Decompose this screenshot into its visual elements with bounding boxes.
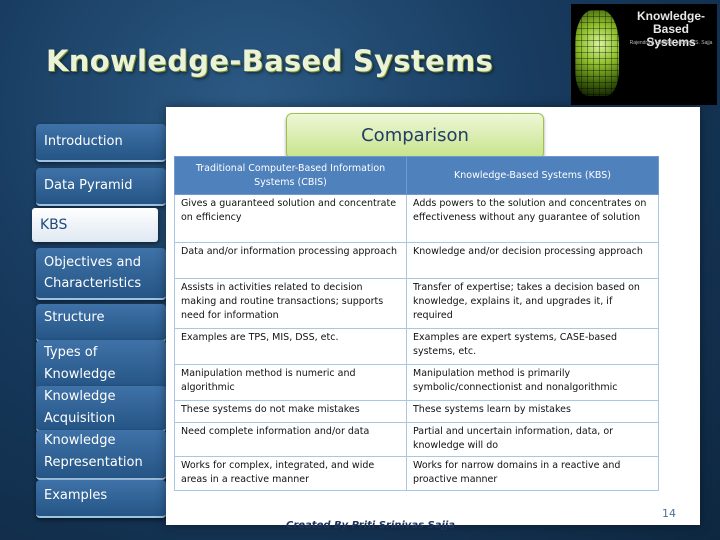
page-number: 14 <box>662 507 676 520</box>
sidebar-item-label: Introduction <box>44 134 123 149</box>
sidebar-item-label: Knowledge Representation <box>44 433 143 470</box>
table-row: Data and/or information processing appro… <box>174 242 659 279</box>
sidebar-item-types-of-knowledge[interactable]: Types of Knowledge <box>36 340 166 390</box>
table-row: Examples are TPS, MIS, DSS, etc. Example… <box>174 328 659 365</box>
sidebar-item-knowledge-representation[interactable]: Knowledge Representation <box>36 430 166 480</box>
cover-title-line1: Knowledge-Based <box>637 9 705 36</box>
table-row: Assists in activities related to decisio… <box>174 278 659 329</box>
column-header-cbis: Traditional Computer-Based Information S… <box>174 156 407 195</box>
sidebar-item-label: Examples <box>44 488 108 503</box>
cover-authors: Rajendra A. Akerkar and Priti S. Sajja <box>629 40 713 46</box>
sidebar-item-objectives[interactable]: Objectives and Characteristics <box>36 248 166 300</box>
table-cell: Knowledge and/or decision processing app… <box>406 242 659 279</box>
sidebar-item-knowledge-acquisition[interactable]: Knowledge Acquisition <box>36 386 166 432</box>
table-row: These systems do not make mistakes These… <box>174 400 659 423</box>
sidebar-item-label: Objectives and Characteristics <box>44 255 142 291</box>
table-cell: Assists in activities related to decisio… <box>174 278 407 329</box>
table-row: Need complete information and/or data Pa… <box>174 422 659 457</box>
table-cell: Examples are expert systems, CASE-based … <box>406 328 659 365</box>
sidebar-item-label: Knowledge Acquisition <box>44 389 116 426</box>
brain-face-graphic <box>575 10 619 96</box>
table-row: Manipulation method is numeric and algor… <box>174 364 659 401</box>
table-cell: Data and/or information processing appro… <box>174 242 407 279</box>
table-cell: Works for complex, integrated, and wide … <box>174 456 407 491</box>
table-cell: Works for narrow domains in a reactive a… <box>406 456 659 491</box>
sidebar-item-label: Structure <box>44 310 105 325</box>
sidebar-item-structure[interactable]: Structure <box>36 304 166 342</box>
table-cell: Manipulation method is primarily symboli… <box>406 364 659 401</box>
table-cell: Manipulation method is numeric and algor… <box>174 364 407 401</box>
sidebar-item-label: KBS <box>40 217 68 233</box>
table-header-row: Traditional Computer-Based Information S… <box>174 156 659 195</box>
author-credit: Created By Priti Srinivas Sajja <box>286 520 456 531</box>
page-title: Knowledge-Based Systems <box>46 44 494 78</box>
sidebar-item-label: Types of Knowledge <box>44 345 116 382</box>
table-cell: Adds powers to the solution and concentr… <box>406 194 659 243</box>
column-header-kbs: Knowledge-Based Systems (KBS) <box>406 156 659 195</box>
sidebar-item-examples[interactable]: Examples <box>36 480 166 518</box>
comparison-table: Traditional Computer-Based Information S… <box>174 156 659 491</box>
sidebar-item-label: Data Pyramid <box>44 178 133 193</box>
table-cell: Gives a guaranteed solution and concentr… <box>174 194 407 243</box>
table-row: Works for complex, integrated, and wide … <box>174 456 659 491</box>
sidebar-nav: Introduction Data Pyramid KBS Objectives… <box>32 118 166 518</box>
cover-title-line2: Systems <box>646 35 696 49</box>
section-tab-comparison: Comparison <box>286 113 544 159</box>
table-cell: Transfer of expertise; takes a decision … <box>406 278 659 329</box>
sidebar-item-data-pyramid[interactable]: Data Pyramid <box>36 168 166 206</box>
table-cell: These systems learn by mistakes <box>406 400 659 423</box>
sidebar-item-kbs[interactable]: KBS <box>32 208 158 242</box>
sidebar-item-introduction[interactable]: Introduction <box>36 124 166 162</box>
book-cover-image: Knowledge-Based Systems Rajendra A. Aker… <box>571 4 717 105</box>
table-cell: These systems do not make mistakes <box>174 400 407 423</box>
table-cell: Need complete information and/or data <box>174 422 407 457</box>
table-cell: Examples are TPS, MIS, DSS, etc. <box>174 328 407 365</box>
table-cell: Partial and uncertain information, data,… <box>406 422 659 457</box>
table-row: Gives a guaranteed solution and concentr… <box>174 194 659 243</box>
